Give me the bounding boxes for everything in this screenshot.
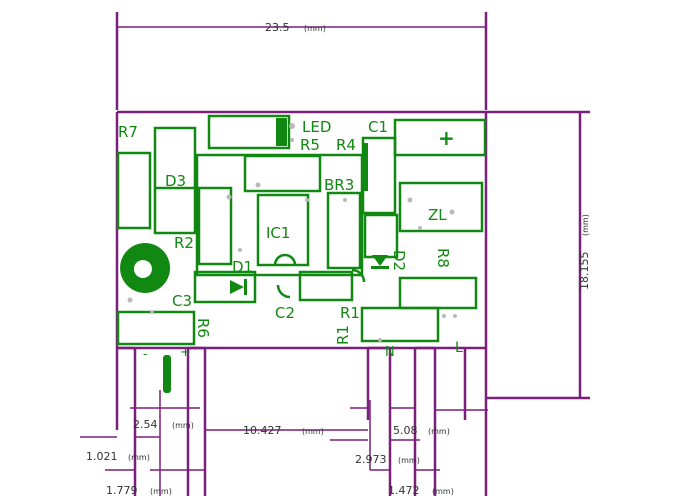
dim-right: 18.155 (mm): [578, 214, 591, 290]
label-d3: D3: [165, 172, 186, 190]
label-l: L: [455, 340, 463, 356]
dim-1-779: 1.779: [106, 484, 138, 496]
component-labels: R7 LED C1 R5 R4 + D3 BR3 ZL IC1 R2 D1 D2…: [118, 118, 463, 361]
label-ic1: IC1: [266, 224, 290, 242]
d3-outline: [153, 126, 197, 235]
label-zl: ZL: [428, 206, 447, 224]
dim-1-472-unit: (mm): [432, 487, 454, 496]
dim-5-08-unit: (mm): [428, 427, 450, 436]
r1-outline: [360, 306, 440, 343]
zl-outline: [398, 181, 484, 233]
r5-outline: [243, 154, 322, 193]
dim-1-472: 1.472: [388, 484, 420, 496]
label-r8: R8: [434, 248, 452, 268]
d2-symbol: [372, 255, 388, 266]
label-c2: C2: [275, 304, 295, 322]
dim-5-08: 5.08: [393, 424, 418, 437]
label-c1: C1: [368, 118, 388, 136]
dim-10-427-unit: (mm): [302, 427, 324, 436]
label-r4: R4: [336, 136, 356, 154]
silkscreen: [116, 114, 487, 346]
dim-1-021-unit: (mm): [128, 453, 150, 462]
c3-capacitor: [120, 243, 171, 293]
dim-top: 23.5 (mm): [117, 21, 486, 34]
ic1-outline: [256, 193, 310, 267]
label-minus: -: [143, 347, 147, 361]
label-r6: R6: [194, 318, 212, 338]
led-bar: [276, 118, 287, 146]
led-outline: [207, 114, 291, 150]
r4-outline: [361, 136, 397, 215]
br3-outline: [326, 191, 362, 270]
label-r2: R2: [174, 234, 194, 252]
label-d2: D2: [390, 250, 408, 271]
c2-notch: [273, 253, 297, 266]
d1-symbol: [230, 280, 244, 294]
label-r5: R5: [300, 136, 320, 154]
dim-10-427: 10.427: [243, 424, 282, 437]
label-r1-a: R1: [340, 304, 360, 322]
dim-2-54-unit: (mm): [172, 421, 194, 430]
c2-outline: [298, 270, 354, 302]
dim-1-779-unit: (mm): [150, 487, 172, 496]
r8-outline: [398, 276, 478, 310]
dim-2-973: 2.973: [355, 453, 387, 466]
dim-width-value: 23.5: [265, 21, 290, 34]
pin-marker: [163, 355, 171, 393]
dim-bottom-labels: 2.54 (mm) 10.427 (mm) 5.08 (mm) 1.021 (m…: [86, 418, 454, 496]
c1-outline: [393, 118, 487, 157]
r6-outline: [116, 310, 196, 346]
d1-outline: [193, 270, 257, 304]
dim-width-unit: (mm): [304, 24, 326, 33]
dim-height-unit: (mm): [581, 214, 590, 236]
r7-outline: [116, 151, 152, 230]
label-led: LED: [302, 118, 331, 136]
dim-1-021: 1.021: [86, 450, 118, 463]
pads: [127, 123, 457, 342]
label-n: N: [385, 345, 395, 360]
dim-bottom-lines: [80, 390, 488, 496]
board-outline: [115, 12, 590, 496]
dim-2-973-unit: (mm): [398, 456, 420, 465]
label-r1-b: R1: [334, 325, 352, 345]
label-br3: BR3: [324, 176, 354, 194]
dim-2-54: 2.54: [133, 418, 158, 431]
label-d1: D1: [232, 258, 253, 276]
label-r7: R7: [118, 123, 138, 141]
label-c3: C3: [172, 292, 192, 310]
label-plus: +: [438, 126, 455, 150]
dim-height-value: 18.155: [578, 252, 591, 291]
silkscreen-fill: [120, 118, 389, 393]
label-plus-2: +: [180, 345, 191, 360]
r2-outline: [197, 186, 233, 266]
